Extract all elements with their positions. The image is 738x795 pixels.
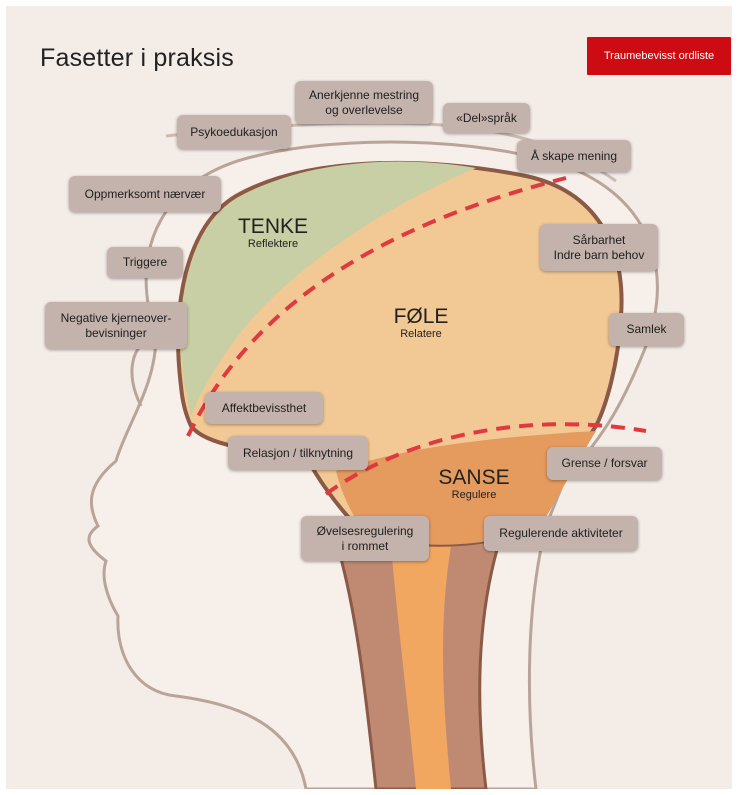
facet-skape-mening[interactable]: Å skape mening <box>517 140 631 172</box>
glossary-button[interactable]: Traumebevisst ordliste <box>587 37 731 75</box>
zone-fole-subtitle: Relatere <box>376 328 466 341</box>
facet-negative[interactable]: Negative kjerneover- bevisninger <box>45 302 187 349</box>
facet-del-sprak[interactable]: «Del»språk <box>443 103 530 133</box>
zone-sanse: SANSE Regulere <box>424 467 524 502</box>
facet-triggere[interactable]: Triggere <box>107 247 183 278</box>
page-title: Fasetter i praksis <box>40 44 234 73</box>
facet-sarbarhet[interactable]: Sårbarhet Indre barn behov <box>540 224 658 271</box>
facet-regulerende[interactable]: Regulerende aktiviteter <box>484 516 638 551</box>
zone-tenke-subtitle: Reflektere <box>228 238 318 251</box>
facet-affekt[interactable]: Affektbevissthet <box>205 392 323 424</box>
zone-fole-title: FØLE <box>376 306 466 328</box>
diagram-frame: Fasetter i praksis Traumebevisst ordlist… <box>6 6 732 789</box>
zone-fole: FØLE Relatere <box>376 306 466 341</box>
zone-sanse-subtitle: Regulere <box>424 489 524 502</box>
facet-ovelses[interactable]: Øvelsesregulering i rommet <box>301 516 429 561</box>
facet-psykoedukasjon[interactable]: Psykoedukasjon <box>177 115 291 149</box>
facet-grense[interactable]: Grense / forsvar <box>547 447 662 480</box>
facet-relasjon[interactable]: Relasjon / tilknytning <box>228 436 368 470</box>
zone-sanse-title: SANSE <box>424 467 524 489</box>
zone-tenke-title: TENKE <box>228 216 318 238</box>
facet-anerkjenne[interactable]: Anerkjenne mestring og overlevelse <box>295 81 433 124</box>
facet-oppmerksomt[interactable]: Oppmerksomt nærvær <box>69 176 221 212</box>
zone-tenke: TENKE Reflektere <box>228 216 318 251</box>
facet-samlek[interactable]: Samlek <box>609 313 684 346</box>
